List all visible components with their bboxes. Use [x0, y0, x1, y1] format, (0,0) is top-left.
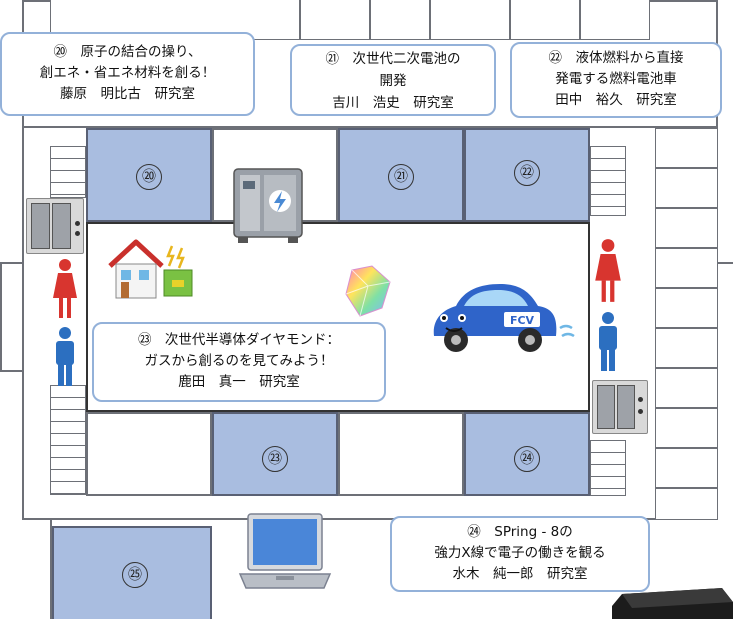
- fcv-car-icon: FCV: [433, 284, 575, 352]
- exterior-wall: [0, 370, 22, 372]
- laptop-icon: [238, 513, 332, 589]
- callout-lab-24: ㉔ SPring - 8の 強力X線で電子の働きを観る 水木 純一郎 研究室: [390, 516, 650, 592]
- callout-line: 強力X線で電子の働きを観る: [434, 545, 606, 561]
- battery-cabinet-icon: [233, 168, 303, 243]
- callout-line: ガスから創るのを見てみよう！: [144, 353, 334, 369]
- female-restroom-icon: [53, 259, 77, 318]
- callout-line: 水木 純一郎 研究室: [452, 566, 588, 582]
- room-20[interactable]: ⑳: [86, 128, 212, 222]
- callout-line: 発電する燃料電池車: [555, 71, 677, 87]
- room-22[interactable]: ㉒: [464, 128, 590, 222]
- callout-lab-21: ㉑ 次世代二次電池の 開発 吉川 浩史 研究室: [290, 44, 496, 116]
- female-restroom-icon: [595, 239, 621, 302]
- elevator-left-icon: [26, 198, 84, 254]
- callout-line: ⑳ 原子の結合の操り、: [53, 44, 202, 60]
- top-room-cell: [510, 0, 580, 40]
- callout-line: ㉓ 次世代半導体ダイヤモンド：: [137, 332, 341, 348]
- device-icon: [612, 588, 733, 619]
- stairs-right-bottom: [590, 440, 626, 496]
- hall-bottom-left: [86, 412, 212, 496]
- fcv-label: FCV: [510, 314, 535, 327]
- stairs-right-top: [590, 146, 626, 216]
- stairs-left-bottom: [50, 385, 86, 495]
- elevator-right-icon: [592, 380, 648, 434]
- callout-line: 開発: [379, 73, 407, 89]
- callout-line: ㉒ 液体燃料から直接: [548, 50, 684, 66]
- callout-line: 鹿田 真一 研究室: [178, 374, 300, 390]
- room-23[interactable]: ㉓: [212, 412, 338, 496]
- male-restroom-icon: [599, 312, 617, 371]
- room-21[interactable]: ㉑: [338, 128, 464, 222]
- lower-wall: [50, 520, 52, 619]
- room-number: ㉕: [122, 562, 148, 588]
- house-energy-icon: [108, 239, 193, 299]
- callout-line: ㉑ 次世代二次電池の: [325, 51, 461, 67]
- top-room-cell: [300, 0, 370, 40]
- room-number: ㉑: [388, 164, 414, 190]
- hall-bottom-middle: [338, 412, 464, 496]
- callout-line: 藤原 明比古 研究室: [60, 86, 195, 102]
- diamond-gem-icon: [345, 265, 391, 317]
- corridor-wall: [22, 126, 718, 128]
- top-room-cell: [370, 0, 430, 40]
- exterior-wall: [718, 262, 733, 264]
- top-room-cell: [580, 0, 650, 40]
- exterior-wall: [0, 262, 2, 372]
- room-24[interactable]: ㉔: [464, 412, 590, 496]
- male-restroom-icon: [56, 327, 74, 386]
- room-number: ⑳: [136, 164, 162, 190]
- exterior-wall: [0, 262, 22, 264]
- room-number: ㉓: [262, 446, 288, 472]
- room-25[interactable]: ㉕: [52, 526, 212, 619]
- callout-lab-23: ㉓ 次世代半導体ダイヤモンド： ガスから創るのを見てみよう！ 鹿田 真一 研究室: [92, 322, 386, 402]
- callout-line: 吉川 浩史 研究室: [332, 95, 454, 111]
- room-number: ㉒: [514, 160, 540, 186]
- callout-lab-20: ⑳ 原子の結合の操り、 創エネ・省エネ材料を創る！ 藤原 明比古 研究室: [0, 32, 255, 116]
- stairs-left-top: [50, 146, 86, 198]
- right-partition-stack: [655, 128, 718, 520]
- callout-line: 創エネ・省エネ材料を創る！: [39, 65, 216, 81]
- callout-line: ㉔ SPring - 8の: [467, 524, 573, 540]
- callout-lab-22: ㉒ 液体燃料から直接 発電する燃料電池車 田中 裕久 研究室: [510, 42, 722, 118]
- callout-line: 田中 裕久 研究室: [555, 92, 677, 108]
- top-room-cell: [430, 0, 510, 40]
- room-number: ㉔: [514, 446, 540, 472]
